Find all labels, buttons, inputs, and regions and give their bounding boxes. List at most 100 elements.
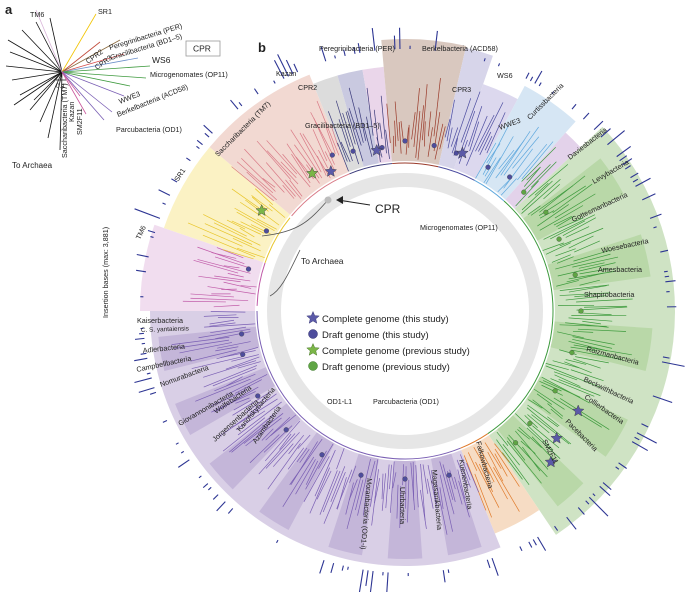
- tree-branch: [484, 442, 502, 469]
- tree-branch: [380, 95, 387, 154]
- tree-branch: [479, 453, 495, 483]
- panel-a-parcubacteria: Parcubacteria (OD1): [116, 125, 182, 134]
- tree-branch: [439, 487, 444, 510]
- tree-branch: [214, 256, 252, 269]
- tree-branch: [526, 166, 541, 181]
- tree-branch: [322, 470, 341, 513]
- tree-branch: [265, 162, 296, 197]
- insertion-bar: [486, 559, 491, 569]
- sector-cpr2: [337, 69, 379, 167]
- insertion-bar: [273, 80, 276, 84]
- tree-branch: [222, 249, 254, 260]
- tree-branch: [451, 98, 472, 154]
- insertion-bar: [149, 391, 157, 395]
- tree-branch: [410, 462, 415, 511]
- tree-branch: [582, 320, 601, 325]
- tree-branch: [231, 422, 269, 453]
- tree-branch: [517, 143, 548, 181]
- tree-branch: [496, 439, 530, 486]
- tree-branch: [444, 118, 451, 138]
- tree-branch: [258, 433, 296, 475]
- tree-branch: [545, 365, 601, 388]
- tree-branch: [266, 140, 298, 175]
- genome-star: [544, 455, 558, 468]
- tree-branch: [473, 447, 490, 474]
- tree-branch: [289, 179, 303, 197]
- insertion-bar: [447, 569, 450, 574]
- tree-branch: [358, 107, 367, 141]
- tree-branch: [179, 342, 233, 354]
- tree-branch: [305, 460, 319, 485]
- tree-branch: [374, 478, 381, 504]
- tree-branch: [226, 376, 243, 387]
- insertion-bar: [551, 91, 555, 95]
- tree-branch: [571, 349, 623, 360]
- tree-branch: [345, 111, 356, 145]
- tree-branch: [381, 473, 386, 511]
- insertion-bar: [369, 570, 374, 592]
- tree-branch: [572, 256, 619, 268]
- tree-branch: [191, 356, 243, 369]
- insertion-bar: [134, 377, 152, 384]
- tree-branch: [537, 204, 569, 227]
- tree-branch: [392, 472, 397, 489]
- tree-branch: [536, 393, 553, 405]
- tree-branch: [366, 87, 374, 136]
- tree-branch: [337, 142, 349, 172]
- tree-branch: [523, 167, 541, 187]
- tree-branch: [545, 363, 569, 370]
- tree-branch: [458, 480, 470, 518]
- tree-branch: [296, 447, 308, 463]
- tree-branch: [479, 131, 492, 156]
- tree-branch: [449, 469, 456, 490]
- insertion-bar: [330, 562, 335, 573]
- tree-branch: [417, 105, 424, 160]
- tree-branch: [346, 472, 363, 530]
- tree-branch: [249, 434, 280, 464]
- insertion-bar: [371, 28, 376, 51]
- insertion-bar: [273, 59, 285, 79]
- tree-branch: [309, 467, 330, 514]
- genome-dot: [446, 472, 452, 478]
- tree-branch: [272, 443, 294, 467]
- tree-branch: [415, 465, 419, 508]
- insertion-bar: [136, 253, 149, 258]
- tree-branch: [244, 148, 285, 193]
- panel-b: b CPR To Archaea Microgenomates (OP11) O…: [101, 27, 685, 592]
- genome-dot: [329, 152, 335, 158]
- insertion-bar: [146, 372, 151, 375]
- tree-branch: [573, 358, 601, 369]
- inner-disc: [281, 187, 529, 435]
- microgenomates-inner-label: Microgenomates (OP11): [420, 223, 498, 232]
- insertion-bar: [393, 35, 396, 50]
- tree-branch: [203, 365, 257, 388]
- insertion-bar: [238, 102, 243, 107]
- tree-branch: [211, 252, 237, 259]
- tree-branch: [500, 178, 517, 196]
- tree-branch: [231, 220, 262, 235]
- tree-branch: [573, 344, 632, 356]
- tree-branch: [433, 78, 441, 137]
- tree-branch: [204, 223, 253, 245]
- tree-branch: [362, 486, 368, 516]
- tree-branch: [475, 114, 495, 152]
- legend-draft-this: Draft genome (this study): [308, 329, 429, 341]
- tree-branch: [235, 397, 250, 404]
- genome-dot: [572, 272, 578, 278]
- tree-branch: [557, 262, 616, 277]
- panel-a-microgenomates: Microgenomates (OP11): [150, 70, 228, 79]
- tree-branch: [187, 222, 243, 247]
- tree-branch: [527, 414, 550, 434]
- tree-branch: [420, 463, 426, 521]
- genome-dot: [578, 308, 584, 314]
- label-amesbacteria: Amesbacteria: [598, 265, 642, 274]
- insertion-bar: [147, 229, 156, 234]
- genome-dot: [350, 148, 356, 154]
- tree-branch: [251, 195, 273, 212]
- insertion-bar: [634, 436, 640, 441]
- tree-branch: [573, 249, 611, 262]
- genome-star: [370, 143, 383, 156]
- tree-branch: [552, 183, 593, 214]
- tree-branch: [494, 453, 508, 477]
- sector-saccharibacteria: [209, 74, 349, 215]
